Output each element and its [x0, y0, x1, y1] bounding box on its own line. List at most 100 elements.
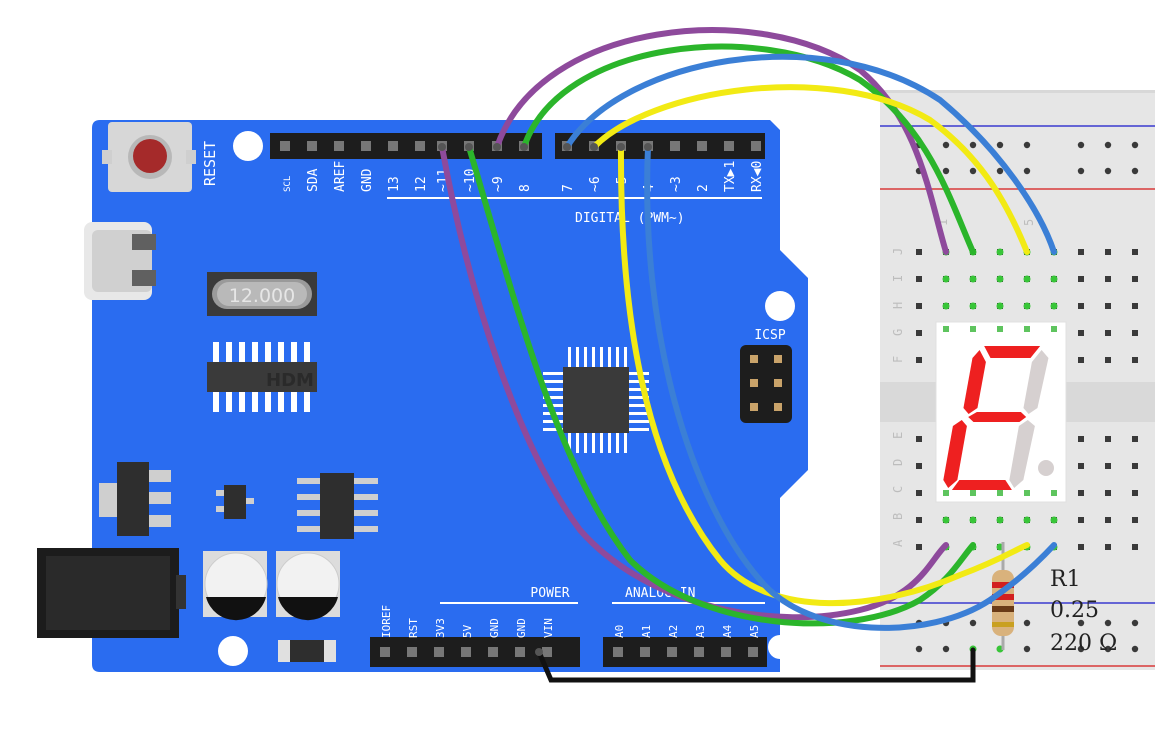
board-pcb: [92, 120, 808, 672]
row-label-a: A: [891, 539, 905, 547]
analog-pin-label: A2: [667, 625, 680, 638]
analog-pin-label: A4: [721, 624, 734, 638]
power-pin-label: IOREF: [380, 605, 393, 638]
reset-label: RESET: [201, 141, 219, 186]
top-pin-label: SCL: [283, 176, 293, 192]
capacitor: [203, 551, 268, 621]
top-pin-label: SDA: [306, 168, 321, 192]
usb-chip: HDM: [207, 342, 317, 412]
analog-pin: [721, 647, 731, 657]
row-label-b: B: [891, 513, 905, 520]
top-pin-label: 7: [561, 184, 576, 192]
mounting-hole: [233, 131, 263, 161]
chip-logo: HDM: [266, 370, 314, 391]
wire-ground: [536, 647, 976, 683]
top-pin-header: [270, 133, 765, 159]
segment-f: [963, 350, 986, 414]
wire-purple-top: [494, 27, 949, 255]
digital-label: DIGITAL (PWM~): [575, 211, 685, 226]
power-pin: [407, 647, 417, 657]
top-pin: [670, 141, 680, 151]
power-pin: [461, 647, 471, 657]
top-pin: [751, 141, 761, 151]
power-pin-label: GND: [515, 618, 528, 638]
wire-green-bottom: [466, 144, 976, 627]
segment-a: [984, 346, 1041, 358]
mounting-hole: [218, 636, 248, 666]
power-pin-label: 3V3: [434, 618, 447, 638]
power-pin-header: [370, 637, 767, 667]
dc-power-jack: [37, 548, 186, 638]
top-pin-label: ~9: [491, 176, 506, 192]
usb-c-port: [84, 222, 156, 300]
mounting-hole: [768, 635, 792, 659]
row-label-j: J: [891, 248, 905, 255]
wire-green-top: [521, 43, 976, 255]
analog-pin: [748, 647, 758, 657]
voltage-regulator: [99, 462, 171, 536]
wire-yellow-bottom: [617, 144, 1030, 607]
top-pin-label: 13: [387, 176, 402, 192]
crystal-label: 12.000: [229, 285, 295, 307]
row-label-c: C: [891, 486, 905, 493]
row-label-g: G: [891, 329, 905, 336]
top-pin: [724, 141, 734, 151]
segment-e: [943, 420, 967, 488]
wire-blue-bottom: [644, 144, 1057, 631]
segment-c: [1009, 420, 1035, 488]
top-pin: [361, 141, 371, 151]
top-pin-label: TX▶1: [723, 161, 738, 192]
top-pin-label: ~3: [669, 176, 684, 192]
power-pin: [488, 647, 498, 657]
wire-ends: [438, 143, 652, 656]
icsp-header: ICSP: [740, 328, 792, 423]
top-pin: [415, 141, 425, 151]
segment-d: [951, 480, 1012, 490]
top-pin: [388, 141, 398, 151]
top-pin-label: 12: [414, 176, 429, 192]
transistor: [216, 485, 254, 519]
icsp-label: ICSP: [754, 328, 785, 343]
top-pin: [334, 141, 344, 151]
column-label-5: 5: [1022, 219, 1036, 226]
power-pin: [542, 647, 552, 657]
op-amp-chip: [297, 473, 378, 539]
analog-pin-label: A3: [694, 625, 707, 638]
analog-pin: [667, 647, 677, 657]
smd-component: [278, 640, 336, 662]
arduino-board: RESET 12.000 HDM ICSP: [37, 120, 808, 672]
top-pin: [280, 141, 290, 151]
row-label-d: D: [891, 459, 905, 466]
power-pin-label: 5V: [461, 624, 474, 638]
analog-pin-label: A0: [613, 625, 626, 638]
resistor-value: 220 Ω: [1050, 631, 1117, 656]
top-pin-label: ~6: [588, 176, 603, 192]
resistor-name: R1: [1050, 567, 1081, 592]
crystal-oscillator: 12.000: [207, 272, 317, 316]
top-pin: [697, 141, 707, 151]
wires: [439, 27, 1057, 683]
reset-button[interactable]: [102, 122, 196, 192]
row-label-h: H: [891, 302, 905, 309]
analog-pin: [613, 647, 623, 657]
top-pin-label: 2: [696, 184, 711, 192]
top-pin-label: AREF: [333, 161, 348, 192]
analog-pin-label: A1: [640, 625, 653, 638]
row-label-e: E: [891, 432, 905, 439]
power-pin: [434, 647, 444, 657]
capacitor: [276, 551, 340, 621]
wire-blue-top: [564, 53, 1057, 255]
row-label-f: F: [891, 356, 905, 363]
segment-b: [1023, 350, 1049, 414]
top-pin: [307, 141, 317, 151]
power-pin: [380, 647, 390, 657]
wire-yellow-top: [591, 84, 1030, 255]
segment-g: [968, 412, 1027, 422]
power-pin-label: RST: [407, 618, 420, 638]
analog-pin: [694, 647, 704, 657]
analog-pin-label: A5: [748, 625, 761, 638]
top-pin-label: 8: [518, 184, 533, 192]
power-pin-label: VIN: [542, 618, 555, 638]
seven-segment-display: [935, 321, 1067, 503]
